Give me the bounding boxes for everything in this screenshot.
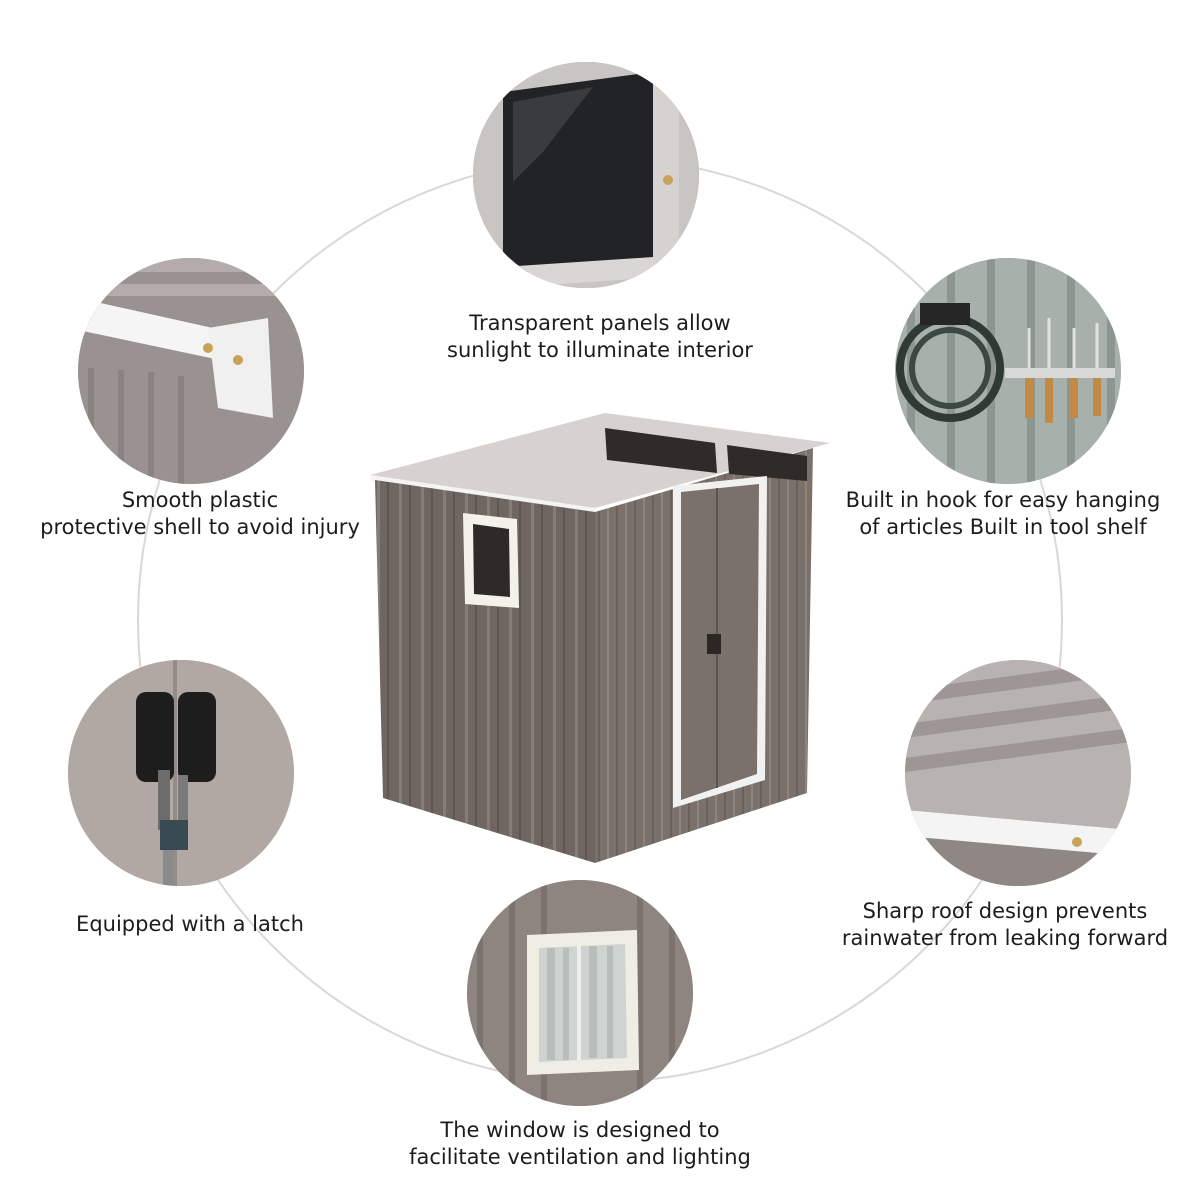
roof-design-image	[905, 660, 1131, 886]
caption-line: Equipped with a latch	[76, 912, 304, 936]
caption-line: Smooth plastic	[121, 488, 279, 512]
caption-line: of articles Built in tool shelf	[859, 515, 1147, 539]
roof-design-caption: Sharp roof design prevents rainwater fro…	[820, 898, 1190, 952]
hook-tool-shelf-image	[895, 258, 1121, 484]
caption-line: Built in hook for easy hanging	[845, 488, 1161, 512]
caption-line: The window is designed to	[440, 1118, 720, 1142]
transparent-panels-caption: Transparent panels allow sunlight to ill…	[390, 310, 810, 364]
window-image	[467, 880, 693, 1106]
caption-line: facilitate ventilation and lighting	[409, 1145, 751, 1169]
plastic-shell-caption: Smooth plastic protective shell to avoid…	[10, 487, 390, 541]
transparent-panel-image	[473, 62, 699, 288]
shed-product-image	[370, 413, 830, 863]
caption-line: Sharp roof design prevents	[862, 899, 1148, 923]
latch-caption: Equipped with a latch	[40, 911, 340, 938]
caption-line: protective shell to avoid injury	[40, 515, 360, 539]
plastic-edge-image	[78, 258, 304, 484]
caption-line: sunlight to illuminate interior	[447, 338, 753, 362]
caption-line: Transparent panels allow	[469, 311, 731, 335]
caption-line: rainwater from leaking forward	[841, 926, 1169, 950]
window-caption: The window is designed to facilitate ven…	[380, 1117, 780, 1171]
latch-image	[68, 660, 294, 886]
hook-shelf-caption: Built in hook for easy hanging of articl…	[808, 487, 1198, 541]
